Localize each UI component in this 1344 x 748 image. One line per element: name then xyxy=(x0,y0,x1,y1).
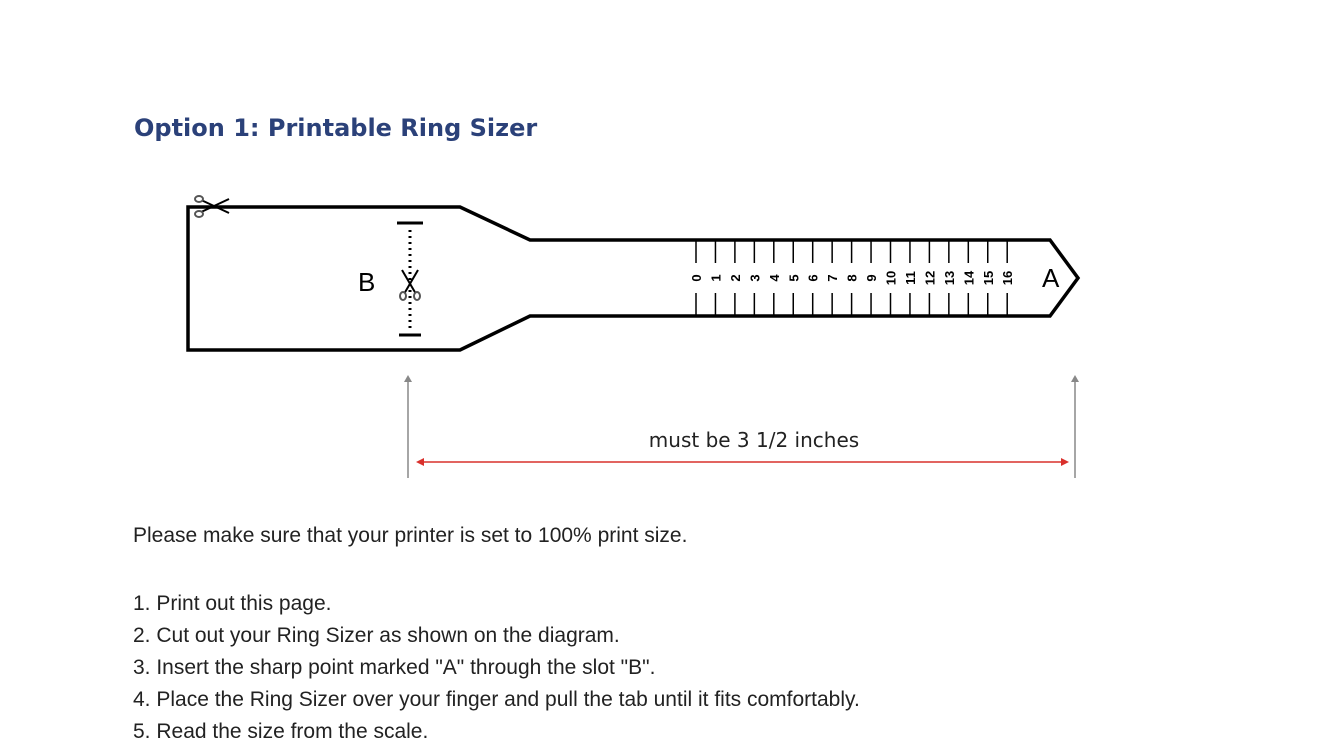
scissors-icon xyxy=(194,195,230,218)
scale-label: 10 xyxy=(884,271,899,285)
scale-label: 5 xyxy=(786,274,801,281)
point-a-label: A xyxy=(1042,263,1060,293)
measurement-guide: must be 3 1/2 inches xyxy=(404,375,1079,478)
slot-b-cut-line xyxy=(397,221,423,337)
step-item: 1. Print out this page. xyxy=(133,592,332,615)
scale-label: 8 xyxy=(845,274,860,281)
step-item: 4. Place the Ring Sizer over your finger… xyxy=(133,688,860,711)
scale-label: 14 xyxy=(961,270,976,285)
step-item: 2. Cut out your Ring Sizer as shown on t… xyxy=(133,624,620,647)
scale-label: 11 xyxy=(903,271,918,285)
print-size-note: Please make sure that your printer is se… xyxy=(133,524,688,547)
step-item: 5. Read the size from the scale. xyxy=(133,720,429,743)
step-item: 3. Insert the sharp point marked "A" thr… xyxy=(133,656,656,679)
scale-label: 13 xyxy=(942,271,957,285)
instructions-list: 1. Print out this page. 2. Cut out your … xyxy=(133,588,860,748)
scale-label: 16 xyxy=(1000,271,1015,285)
scale-label: 3 xyxy=(747,274,762,281)
page-title: Option 1: Printable Ring Sizer xyxy=(134,114,538,142)
scissors-icon xyxy=(399,269,421,301)
scale-label: 12 xyxy=(922,271,937,285)
scale-label: 0 xyxy=(689,274,704,281)
scale-label: 7 xyxy=(825,274,840,281)
scale-label: 6 xyxy=(806,274,821,281)
scale-label: 2 xyxy=(728,274,743,281)
scale-label: 15 xyxy=(981,271,996,285)
ring-sizer-outline xyxy=(186,205,1081,352)
scale-label: 4 xyxy=(767,274,782,282)
slot-b-label: B xyxy=(358,267,375,297)
measurement-label: must be 3 1/2 inches xyxy=(649,428,859,452)
scale-label: 1 xyxy=(708,274,723,281)
scale-label: 9 xyxy=(864,274,879,281)
